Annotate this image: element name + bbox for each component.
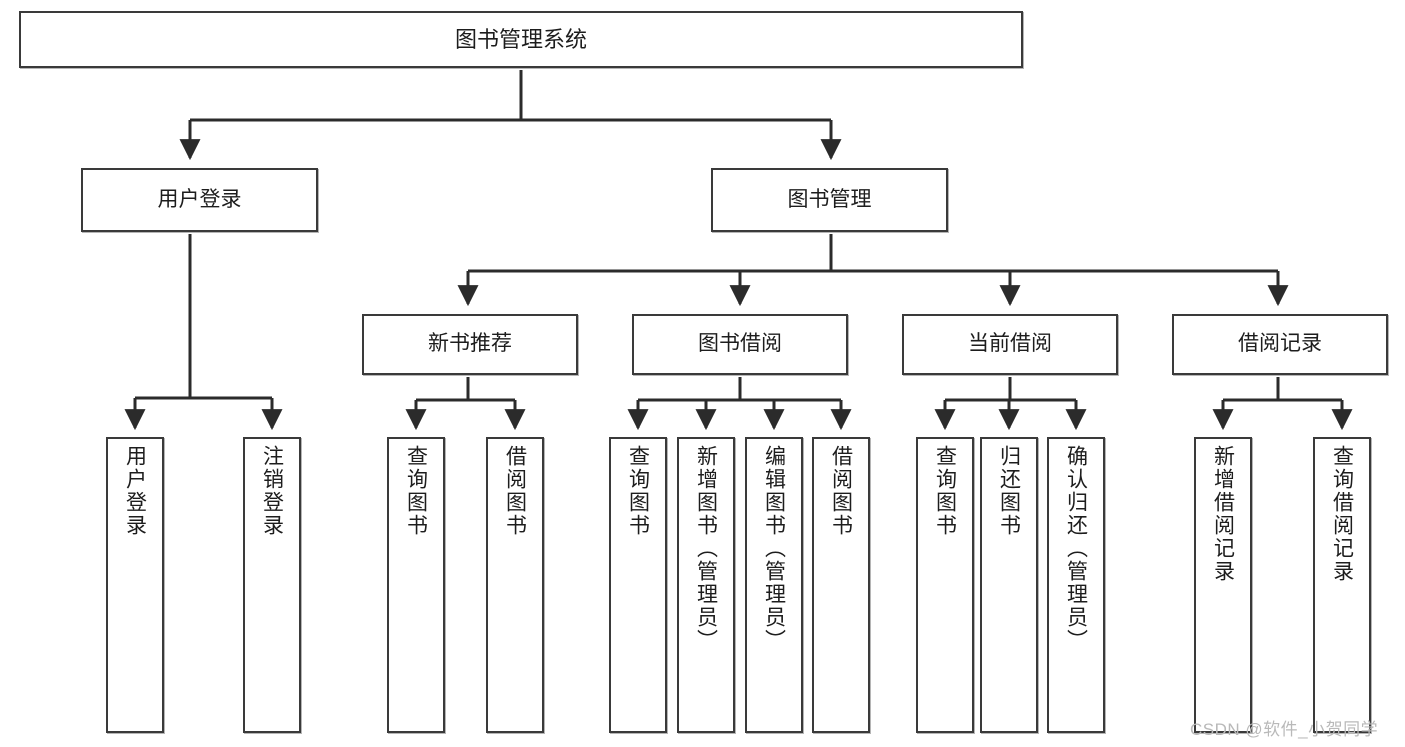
node-borrow-record[interactable]: 借阅记录 <box>1172 314 1388 375</box>
node-label: 借阅图书 <box>829 445 853 537</box>
node-label: 借阅记录 <box>1238 332 1322 356</box>
node-label: 新增借阅记录 <box>1211 445 1235 583</box>
node-label: 归还图书 <box>997 445 1021 537</box>
node-new-book-recommend[interactable]: 新书推荐 <box>362 314 578 375</box>
node-leaf-add-borrow-record[interactable]: 新增借阅记录 <box>1194 437 1252 733</box>
node-root-system[interactable]: 图书管理系统 <box>19 11 1023 68</box>
csdn-watermark: CSDN @软件_小贺同学 <box>1190 720 1379 739</box>
node-leaf-logout[interactable]: 注销登录 <box>243 437 301 733</box>
node-label: 用户登录 <box>157 187 242 211</box>
node-label: 查询借阅记录 <box>1330 445 1354 583</box>
node-label: 借阅图书 <box>503 445 527 537</box>
node-leaf-confirm-return-admin[interactable]: 确认归还（管理员） <box>1047 437 1105 733</box>
node-label: 新书推荐 <box>428 332 512 356</box>
node-label: 注销登录 <box>260 445 284 537</box>
node-label: 用户登录 <box>123 445 147 537</box>
node-current-borrow[interactable]: 当前借阅 <box>902 314 1118 375</box>
node-leaf-edit-book-admin[interactable]: 编辑图书（管理员） <box>745 437 803 733</box>
node-leaf-borrow-book-recommend[interactable]: 借阅图书 <box>486 437 544 733</box>
node-leaf-add-book-admin[interactable]: 新增图书（管理员） <box>677 437 735 733</box>
node-label: 查询图书 <box>933 445 957 537</box>
node-label: 查询图书 <box>404 445 428 537</box>
node-leaf-return-book[interactable]: 归还图书 <box>980 437 1038 733</box>
node-label: 图书借阅 <box>698 332 782 356</box>
node-book-borrow[interactable]: 图书借阅 <box>632 314 848 375</box>
node-book-management[interactable]: 图书管理 <box>711 168 948 232</box>
node-label: 当前借阅 <box>968 332 1052 356</box>
node-leaf-query-borrow-record[interactable]: 查询借阅记录 <box>1313 437 1371 733</box>
node-leaf-borrow-book[interactable]: 借阅图书 <box>812 437 870 733</box>
node-user-login[interactable]: 用户登录 <box>81 168 318 232</box>
node-label: 编辑图书（管理员） <box>762 445 786 652</box>
node-label: 图书管理 <box>787 187 872 211</box>
node-leaf-query-book-borrow[interactable]: 查询图书 <box>609 437 667 733</box>
node-label: 新增图书（管理员） <box>694 445 718 652</box>
node-label: 图书管理系统 <box>454 26 587 52</box>
node-leaf-query-book-current[interactable]: 查询图书 <box>916 437 974 733</box>
node-label: 确认归还（管理员） <box>1064 445 1088 652</box>
node-leaf-user-login[interactable]: 用户登录 <box>106 437 164 733</box>
node-leaf-query-book-recommend[interactable]: 查询图书 <box>387 437 445 733</box>
node-label: 查询图书 <box>626 445 650 537</box>
